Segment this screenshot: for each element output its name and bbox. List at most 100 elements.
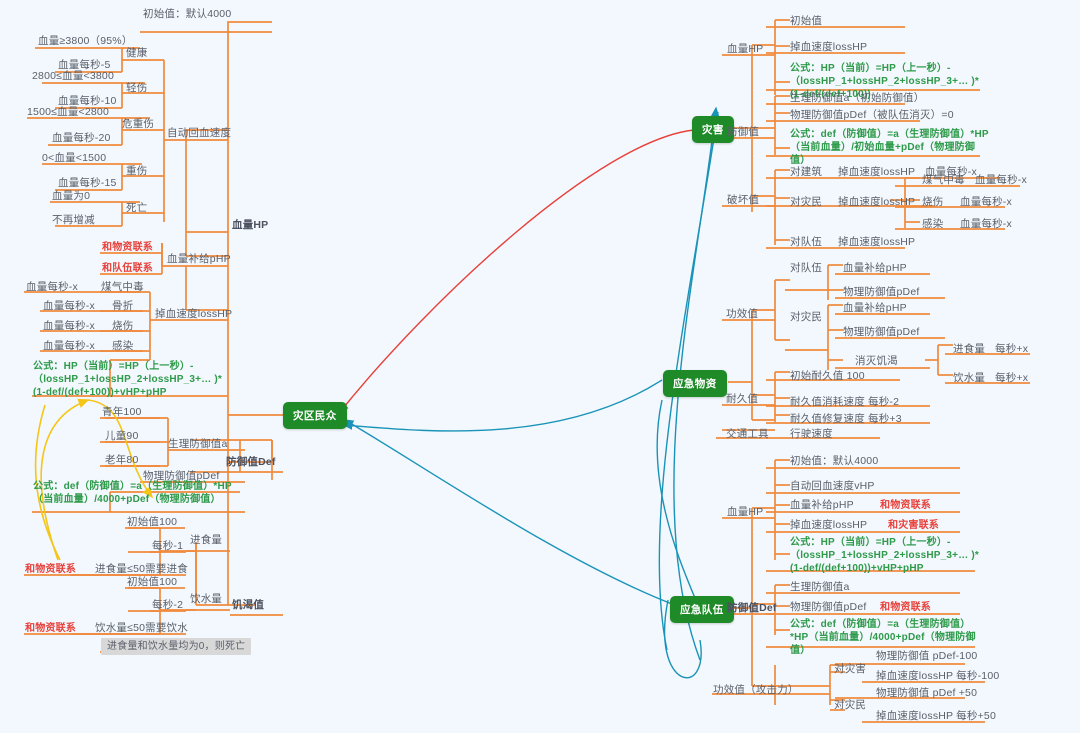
civilian-hp-formula[interactable]: 公式：HP（当前）=HP（上一秒）-（lossHP_1+lossHP_2+los… (33, 361, 222, 398)
supplies-relief-name-0[interactable]: 进食量 (953, 343, 986, 355)
disaster-def-formula[interactable]: 公式：def（防御值）=a（生理防御值）*HP（当前血量）/初始血量+pDef（… (790, 129, 989, 166)
team-def-item-0[interactable]: 生理防御值a (790, 581, 850, 593)
disaster-def-item-0[interactable]: 生理防御值a（初始防御值） (790, 92, 925, 104)
civilian-pdef-label[interactable]: 物理防御值pDef (143, 470, 220, 482)
civilian-losshp-rate-1[interactable]: 血量每秒-x (43, 300, 95, 312)
team-hp-link-3[interactable]: 和灾害联系 (888, 520, 939, 531)
team-disaster-item-1[interactable]: 掉血速度lossHP 每秒-100 (876, 670, 1000, 682)
civilian-bio-def-label[interactable]: 生理防御值a (168, 438, 228, 450)
supplies-relief-rate-1[interactable]: 每秒+x (995, 372, 1029, 384)
civilian-losshp-label[interactable]: 掉血速度lossHP (155, 308, 233, 320)
civilian-regen-label[interactable]: 自动回血速度 (167, 127, 232, 139)
disaster-civilian-effect[interactable]: 掉血速度lossHP (838, 196, 916, 208)
team-hp-label[interactable]: 血量HP (727, 506, 764, 518)
civilian-food-label[interactable]: 进食量 (190, 534, 223, 546)
civilian-losshp-cause-1[interactable]: 骨折 (112, 300, 134, 312)
disaster-building-target[interactable]: 对建筑 (790, 166, 823, 178)
civilian-state-name-4[interactable]: 死亡 (126, 202, 148, 214)
civilian-state-name-0[interactable]: 健康 (126, 47, 148, 59)
team-civilian-item-1[interactable]: 掉血速度lossHP 每秒+50 (876, 710, 996, 722)
disaster-def-label[interactable]: 防御值 (727, 126, 760, 138)
root-node-civilian[interactable]: 灾区民众 (283, 402, 347, 429)
supplies-hunger-relief-label[interactable]: 消灭饥渴 (855, 355, 898, 367)
supplies-durability-item-1[interactable]: 耐久值消耗速度 每秒-2 (790, 396, 900, 408)
supplies-team-target[interactable]: 对队伍 (790, 262, 823, 274)
civilian-water-label[interactable]: 饮水量 (190, 593, 223, 605)
civilian-water-rate[interactable]: 每秒-2 (152, 599, 184, 611)
team-hp-formula[interactable]: 公式：HP（当前）=HP（上一秒）-（lossHP_1+lossHP_2+los… (790, 537, 979, 574)
civilian-state-name-1[interactable]: 轻伤 (126, 82, 148, 94)
supplies-team-item-0[interactable]: 血量补给pHP (843, 262, 907, 274)
disaster-team-effect[interactable]: 掉血速度lossHP (838, 236, 916, 248)
supplies-durability-item-2[interactable]: 耐久值修复速度 每秒+3 (790, 413, 902, 425)
civilian-php-link-1[interactable]: 和队伍联系 (102, 263, 153, 274)
team-disaster-item-0[interactable]: 物理防御值 pDef-100 (876, 650, 978, 662)
supplies-civilian-target[interactable]: 对灾民 (790, 311, 823, 323)
root-node-disaster[interactable]: 灾害 (692, 116, 734, 143)
disaster-hp-item-1[interactable]: 掉血速度lossHP (790, 41, 868, 53)
team-hp-item-0[interactable]: 初始值：默认4000 (790, 455, 879, 467)
civilian-hp-label[interactable]: 血量HP (232, 219, 269, 231)
civilian-water-link[interactable]: 和物资联系 (25, 623, 76, 634)
disaster-civilian-rate-0[interactable]: 血量每秒-x (975, 174, 1027, 186)
disaster-hp-label[interactable]: 血量HP (727, 43, 764, 55)
team-def-link-1[interactable]: 和物资联系 (880, 602, 931, 613)
civilian-bio-def-item-0[interactable]: 青年100 (102, 406, 142, 418)
civilian-hunger-label[interactable]: 饥渴值 (232, 599, 265, 611)
supplies-durability-item-0[interactable]: 初始耐久值 100 (790, 370, 865, 382)
civilian-state-range-2[interactable]: 1500≤血量<2800 (27, 106, 110, 118)
civilian-php-link-0[interactable]: 和物资联系 (102, 242, 153, 253)
civilian-state-name-2[interactable]: 危重伤 (122, 118, 155, 130)
disaster-def-item-1[interactable]: 物理防御值pDef（被队伍消灭）=0 (790, 109, 954, 121)
civilian-state-range-3[interactable]: 0<血量<1500 (42, 152, 107, 164)
civilian-bio-def-item-2[interactable]: 老年80 (105, 454, 139, 466)
disaster-team-target[interactable]: 对队伍 (790, 236, 823, 248)
civilian-state-rate-3[interactable]: 血量每秒-15 (58, 177, 117, 189)
supplies-relief-rate-0[interactable]: 每秒+x (995, 343, 1029, 355)
civilian-state-name-3[interactable]: 重伤 (126, 165, 148, 177)
disaster-civilian-target[interactable]: 对灾民 (790, 196, 823, 208)
civilian-losshp-cause-2[interactable]: 烧伤 (112, 320, 134, 332)
disaster-hp-item-0[interactable]: 初始值 (790, 15, 823, 27)
civilian-losshp-rate-3[interactable]: 血量每秒-x (43, 340, 95, 352)
supplies-durability-label[interactable]: 耐久值 (726, 393, 759, 405)
root-node-team[interactable]: 应急队伍 (670, 596, 734, 623)
supplies-effect-label[interactable]: 功效值 (726, 308, 759, 320)
civilian-hp-initial[interactable]: 初始值：默认4000 (143, 8, 232, 20)
team-attack-label[interactable]: 功效值（攻击力） (713, 684, 799, 696)
civilian-state-range-4[interactable]: 血量为0 (52, 190, 91, 202)
team-disaster-target[interactable]: 对灾害 (834, 663, 867, 675)
civilian-food-link[interactable]: 和物资联系 (25, 564, 76, 575)
team-def-label[interactable]: 防御值Def (727, 602, 777, 614)
disaster-civilian-rate-2[interactable]: 血量每秒-x (960, 218, 1012, 230)
civilian-water-warn[interactable]: 饮水量≤50需要饮水 (95, 622, 188, 634)
disaster-building-effect[interactable]: 掉血速度lossHP (838, 166, 916, 178)
disaster-civilian-cause-0[interactable]: 煤气中毒 (922, 174, 965, 186)
team-def-item-1[interactable]: 物理防御值pDef (790, 601, 867, 613)
civilian-state-rate-1[interactable]: 血量每秒-10 (58, 95, 117, 107)
civilian-losshp-cause-0[interactable]: 煤气中毒 (101, 281, 144, 293)
supplies-relief-name-1[interactable]: 饮水量 (953, 372, 986, 384)
disaster-civilian-cause-1[interactable]: 烧伤 (922, 196, 944, 208)
supplies-team-item-1[interactable]: 物理防御值pDef (843, 286, 920, 298)
civilian-state-rate-0[interactable]: 血量每秒-5 (58, 59, 111, 71)
team-hp-item-1[interactable]: 自动回血速度vHP (790, 480, 875, 492)
civilian-php-label[interactable]: 血量补给pHP (167, 253, 231, 265)
disaster-civilian-cause-2[interactable]: 感染 (922, 218, 944, 230)
disaster-damage-label[interactable]: 破坏值 (727, 194, 760, 206)
supplies-civilian-item-1[interactable]: 物理防御值pDef (843, 326, 920, 338)
civilian-bio-def-item-1[interactable]: 儿童90 (105, 430, 139, 442)
disaster-hp-formula[interactable]: 公式：HP（当前）=HP（上一秒）-（lossHP_1+lossHP_2+los… (790, 63, 979, 100)
civilian-state-rate-4[interactable]: 不再增减 (52, 214, 95, 226)
team-hp-item-2[interactable]: 血量补给pHP (790, 499, 854, 511)
civilian-losshp-rate-2[interactable]: 血量每秒-x (43, 320, 95, 332)
team-civilian-item-0[interactable]: 物理防御值 pDef +50 (876, 687, 978, 699)
civilian-losshp-cause-3[interactable]: 感染 (112, 340, 134, 352)
civilian-losshp-rate-0[interactable]: 血量每秒-x (26, 281, 78, 293)
civilian-food-initial[interactable]: 初始值100 (127, 516, 178, 528)
disaster-civilian-rate-1[interactable]: 血量每秒-x (960, 196, 1012, 208)
supplies-vehicle-label[interactable]: 交通工具 (726, 428, 769, 440)
civilian-state-range-0[interactable]: 血量≥3800（95%） (38, 35, 133, 47)
team-def-formula[interactable]: 公式：def（防御值）=a（生理防御值）*HP（当前血量）/4000+pDef（… (790, 619, 976, 656)
team-civilian-target[interactable]: 对灾民 (834, 699, 867, 711)
